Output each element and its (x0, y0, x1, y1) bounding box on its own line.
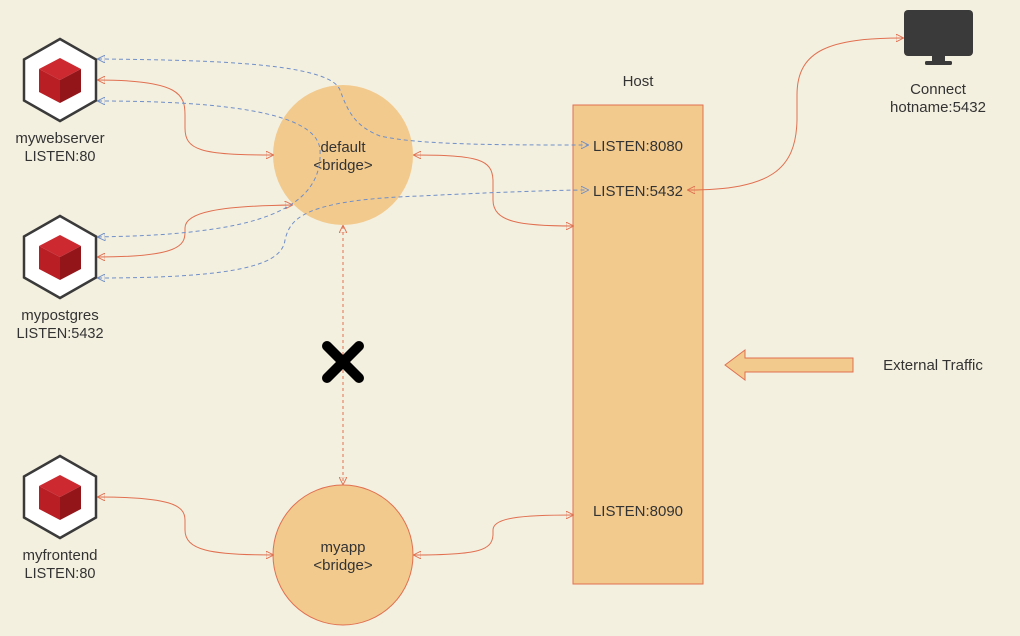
host-box (572, 104, 704, 585)
network-myapp-name: myapp (320, 539, 365, 556)
network-myapp-driver: <bridge> (313, 557, 372, 574)
host-port-8090: LISTEN:8090 (593, 503, 683, 520)
container-name-mypostgres: mypostgres (21, 307, 99, 324)
host-port-8080: LISTEN:8080 (593, 138, 683, 155)
container-port-mywebserver: LISTEN:80 (25, 149, 96, 165)
container-icon-mywebserver (22, 37, 98, 123)
host-port-5432: LISTEN:5432 (593, 183, 683, 200)
container-icon-mypostgres (22, 214, 98, 300)
link-mywebserver-default (98, 80, 273, 155)
container-name-mywebserver: mywebserver (15, 130, 104, 147)
link-mypostgres-default (98, 205, 292, 257)
network-default-name: default (320, 139, 366, 156)
monitor-icon (904, 10, 973, 65)
link-host-client (688, 38, 903, 190)
container-port-myfrontend: LISTEN:80 (25, 566, 96, 582)
link-mywebserver-port8080 (98, 59, 588, 145)
client-label-line2: hotname:5432 (890, 99, 986, 116)
links-blue (98, 59, 588, 278)
container-icon-myfrontend (22, 454, 98, 540)
container-port-mypostgres: LISTEN:5432 (16, 326, 103, 342)
links-orange (98, 38, 903, 555)
external-traffic-label: External Traffic (883, 357, 983, 374)
link-myfrontend-myapp (98, 497, 273, 555)
blocked-x-icon (322, 341, 364, 383)
container-name-myfrontend: myfrontend (22, 547, 97, 564)
external-traffic-arrow-icon (724, 349, 854, 381)
host-title: Host (623, 73, 655, 90)
client-label-line1: Connect (910, 81, 967, 98)
link-myapp-host (414, 515, 573, 555)
link-mypostgres-port5432 (98, 190, 588, 278)
network-default-driver: <bridge> (313, 157, 372, 174)
